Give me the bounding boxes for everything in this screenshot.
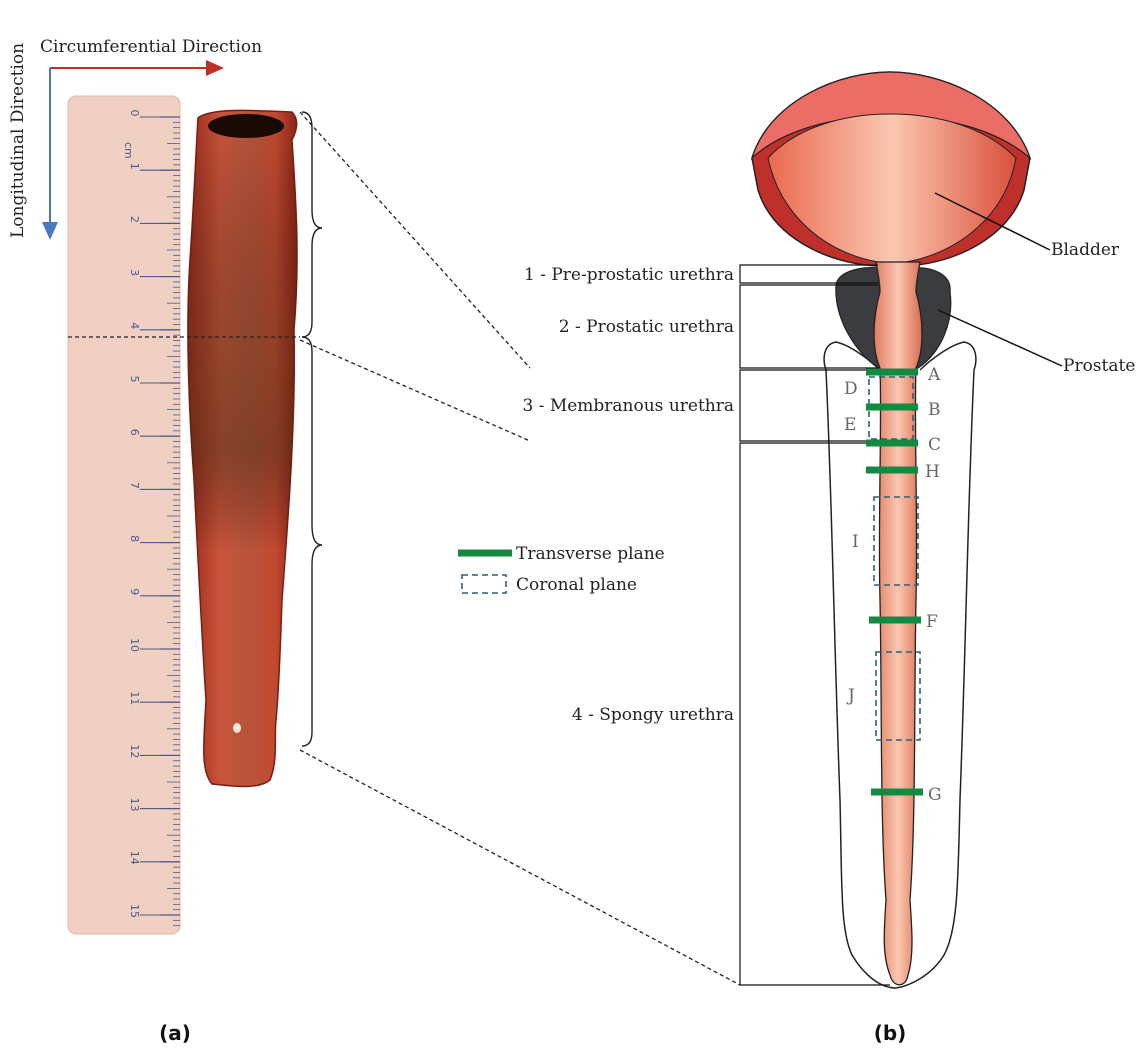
ruler-number: 11	[128, 691, 141, 705]
ruler-number: 9	[128, 588, 141, 595]
panel-a: Circumferential Direction Longitudinal D…	[8, 37, 740, 1045]
segment-label-2: 2 - Prostatic urethra	[559, 317, 734, 337]
connector-3	[300, 750, 740, 985]
specimen-hole	[233, 723, 241, 733]
plane-label-J: J	[846, 686, 855, 706]
ruler-number: 13	[128, 798, 141, 812]
ruler-number: 14	[128, 851, 141, 865]
caption-b: (b)	[874, 1021, 907, 1045]
ruler-number: 12	[128, 744, 141, 758]
panel-b: Bladder Prostate 1 - Pre-prostatic ureth…	[458, 72, 1135, 1045]
brace-lower	[302, 337, 322, 746]
specimen-lumen	[208, 114, 284, 138]
plane-label-F: F	[926, 612, 938, 632]
ruler-number: 0	[128, 110, 141, 117]
segment-label-4: 4 - Spongy urethra	[572, 705, 734, 725]
legend-coronal-swatch	[462, 575, 506, 593]
connector-1	[300, 112, 530, 368]
plane-label-A: A	[927, 365, 941, 385]
ruler-number: 15	[128, 904, 141, 918]
ruler-number: 3	[128, 269, 141, 276]
ruler-number: 8	[128, 535, 141, 542]
ruler-number: 1	[128, 163, 141, 170]
plane-label-D: D	[844, 379, 858, 399]
circumferential-direction-label: Circumferential Direction	[40, 37, 262, 57]
ruler-number: 7	[128, 482, 141, 489]
ruler-number: 2	[128, 216, 141, 223]
brace-upper	[302, 112, 322, 337]
legend-transverse-label: Transverse plane	[516, 544, 665, 564]
prostate-label: Prostate	[1063, 356, 1135, 376]
legend-coronal-label: Coronal plane	[516, 575, 637, 595]
legend: Transverse plane Coronal plane	[458, 544, 665, 595]
segment-label-3: 3 - Membranous urethra	[522, 396, 734, 416]
ruler-number: 10	[128, 638, 141, 652]
ruler-number: 4	[128, 322, 141, 329]
connector-2	[300, 340, 530, 441]
plane-label-E: E	[844, 415, 856, 435]
plane-label-B: B	[928, 400, 941, 420]
longitudinal-direction-label: Longitudinal Direction	[8, 43, 28, 238]
ruler-unit: cm	[122, 142, 135, 159]
plane-label-C: C	[928, 435, 941, 455]
ruler-number: 5	[128, 376, 141, 383]
segment-label-1: 1 - Pre-prostatic urethra	[524, 265, 734, 285]
plane-label-H: H	[925, 462, 940, 482]
plane-label-G: G	[928, 785, 942, 805]
bladder-label: Bladder	[1051, 240, 1120, 260]
plane-label-I: I	[852, 532, 859, 552]
caption-a: (a)	[159, 1021, 191, 1045]
ruler-number: 6	[128, 429, 141, 436]
